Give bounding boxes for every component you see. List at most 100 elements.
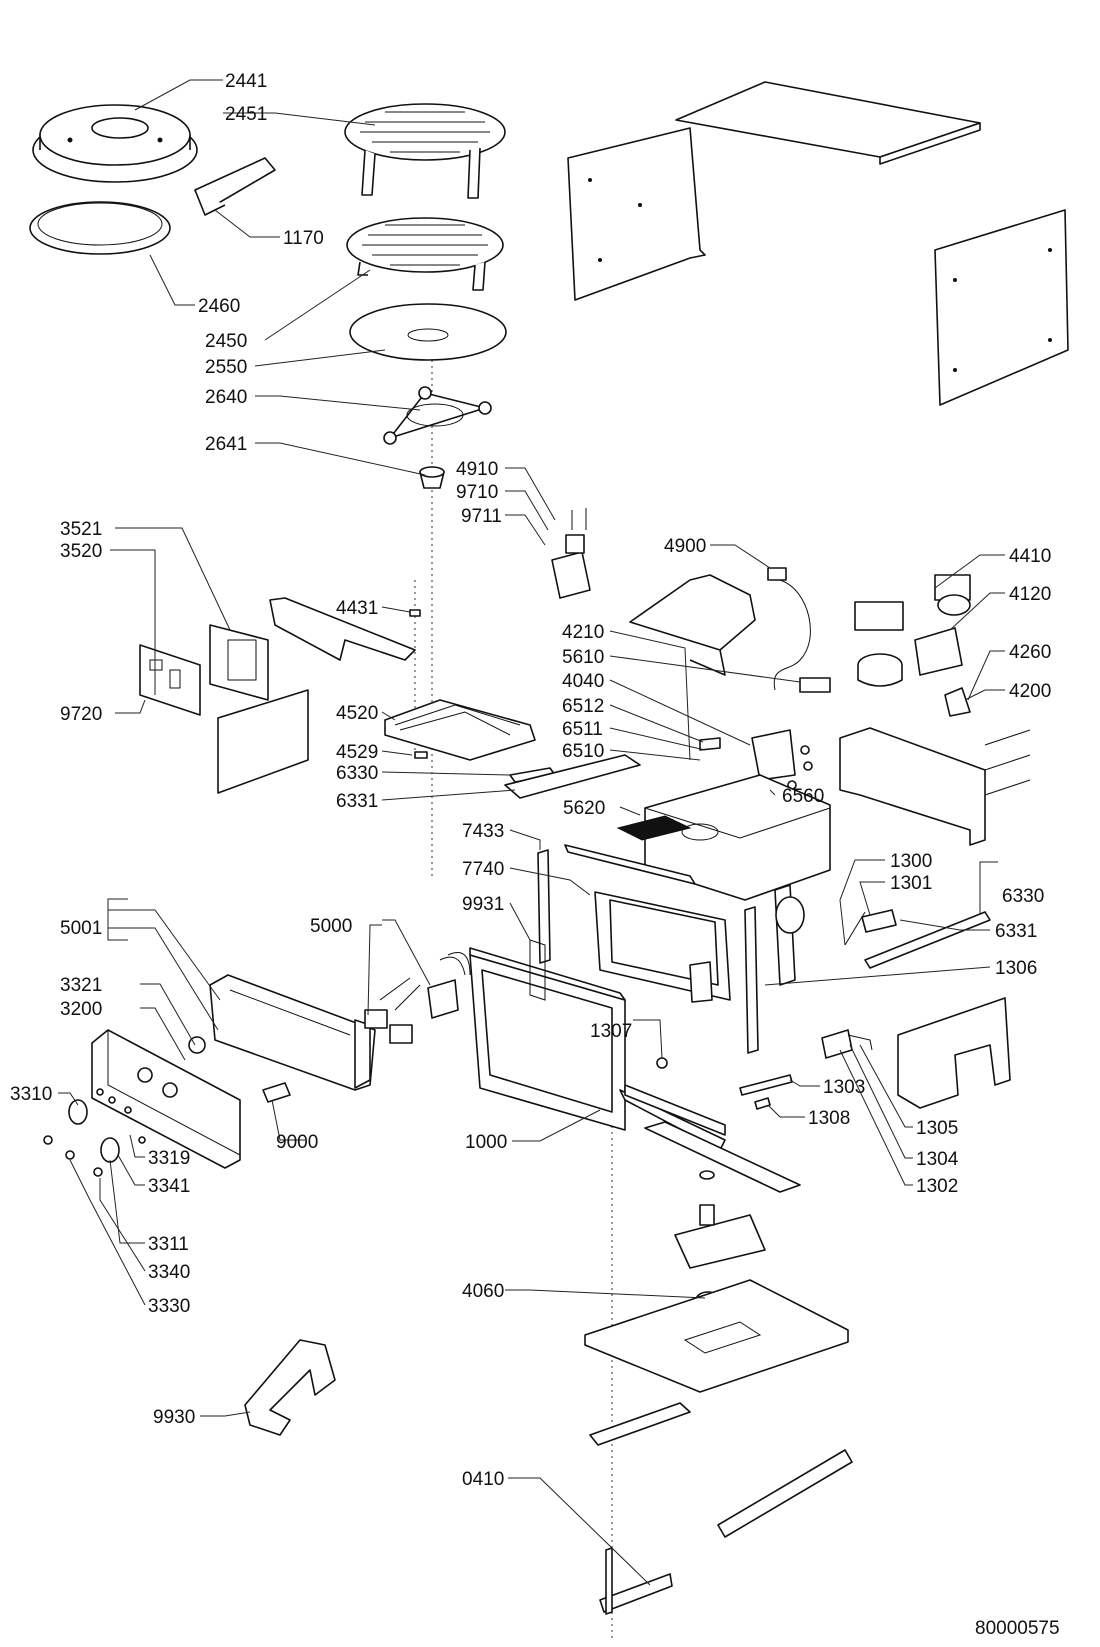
callout-2640: 2640 — [205, 387, 247, 408]
relay-9000 — [262, 1082, 291, 1103]
callout-1304: 1304 — [916, 1149, 959, 1170]
base-plate — [584, 1279, 849, 1393]
insulation-right — [897, 997, 1011, 1109]
callout-6512: 6512 — [562, 696, 604, 717]
door-bottom-rail — [624, 1084, 726, 1136]
callout-0410: 0410 — [462, 1469, 504, 1490]
cavity-rear-flange — [564, 844, 696, 885]
callout-1170: 1170 — [283, 228, 324, 249]
callout-9000: 9000 — [276, 1132, 318, 1153]
cabinet-rear-panel — [934, 209, 1069, 406]
magnetron-4040 — [751, 729, 813, 790]
control-pcb — [139, 644, 201, 716]
roller-ring — [383, 386, 492, 445]
door-switch-assembly — [844, 909, 991, 969]
pcb-bracket — [209, 624, 269, 701]
base-left-rail — [589, 1402, 691, 1446]
callout-6511: 6511 — [562, 719, 603, 740]
capacitor-4210 — [799, 677, 831, 693]
callout-1307: 1307 — [590, 1021, 632, 1042]
callout-1300: 1300 — [890, 851, 932, 872]
callout-4529: 4529 — [336, 742, 378, 763]
crisp-plate — [29, 201, 171, 255]
door-screw-1307 — [656, 1057, 668, 1069]
transformer-4120 — [857, 627, 963, 687]
callout-9931: 9931 — [462, 894, 504, 915]
callout-4040: 4040 — [562, 671, 604, 692]
callout-3319: 3319 — [148, 1148, 190, 1169]
callout-4410: 4410 — [1009, 546, 1051, 567]
terminal-box-5000 — [427, 952, 471, 1019]
control-module-housing — [209, 974, 376, 1091]
callout-2450: 2450 — [205, 331, 247, 352]
callout-5000: 5000 — [310, 916, 352, 937]
crisp-plate-lid — [32, 104, 198, 183]
grill-heater-bracket — [269, 597, 416, 661]
callout-3340: 3340 — [148, 1262, 190, 1283]
callout-4900: 4900 — [664, 536, 706, 557]
base-rear-rail — [717, 1449, 853, 1538]
small-clip-4529 — [414, 751, 428, 759]
control-knobs — [43, 1088, 146, 1177]
cavity-side-strip-7433 — [537, 849, 551, 964]
callout-1301: 1301 — [890, 873, 932, 894]
callout-4210: 4210 — [562, 622, 604, 643]
callout-7740: 7740 — [462, 859, 504, 880]
callout-4060: 4060 — [462, 1281, 504, 1302]
callout-2460: 2460 — [198, 296, 240, 317]
callout-4120: 4120 — [1009, 584, 1051, 605]
callout-1305: 1305 — [916, 1118, 958, 1139]
fuse-holder-6512 — [699, 737, 721, 751]
callout-9710: 9710 — [456, 482, 498, 503]
control-panel-fascia — [91, 1029, 241, 1169]
callout-4431: 4431 — [336, 598, 378, 619]
callout-labels: 2441 2451 1170 2460 2450 2550 2640 2641 … — [10, 71, 1060, 1639]
callout-5610: 5610 — [562, 647, 604, 668]
callout-5001: 5001 — [60, 918, 102, 939]
callout-9711: 9711 — [461, 506, 502, 527]
door-latch-strip-1303 — [739, 1074, 793, 1096]
stirrer-bracket — [674, 1170, 766, 1269]
air-guide — [629, 574, 756, 676]
callout-6510: 6510 — [562, 741, 604, 762]
callout-4520: 4520 — [336, 703, 378, 724]
glass-turntable — [349, 303, 507, 361]
callout-6331-left: 6331 — [336, 791, 378, 812]
diode-4260 — [944, 687, 971, 717]
callout-3321: 3321 — [60, 975, 102, 996]
cabinet-left-side-panel — [567, 127, 706, 301]
low-wire-rack — [346, 217, 504, 291]
callout-3341: 3341 — [148, 1176, 190, 1197]
callout-6560: 6560 — [782, 786, 824, 807]
callout-1303: 1303 — [823, 1077, 865, 1098]
drawing-number: 80000575 — [975, 1618, 1060, 1639]
leader-lines — [58, 79, 1005, 1586]
callout-3330: 3330 — [148, 1296, 190, 1317]
callout-1302: 1302 — [916, 1176, 958, 1197]
mount-bracket-4910 — [551, 508, 591, 599]
cabinet-top-panel — [675, 81, 981, 165]
callout-9720: 9720 — [60, 704, 102, 725]
callout-3520: 3520 — [60, 541, 102, 562]
thermal-bracket-6331 — [504, 754, 641, 799]
door-seal-9931 — [529, 939, 546, 1001]
rear-chassis-plate — [839, 727, 1031, 846]
crisp-plate-handle — [194, 157, 276, 216]
callout-1308: 1308 — [808, 1108, 850, 1129]
callout-6330-right: 6330 — [1002, 886, 1044, 907]
cavity-front-frame — [594, 891, 731, 1003]
oven-door — [469, 947, 726, 1151]
callout-2451: 2451 — [225, 104, 267, 125]
callout-4260: 4260 — [1009, 642, 1051, 663]
callout-3310: 3310 — [10, 1084, 52, 1105]
callout-4910: 4910 — [456, 459, 498, 480]
terminal-block-5000 — [364, 977, 421, 1044]
fan-motor-4410 — [854, 574, 971, 631]
callout-3200: 3200 — [60, 999, 102, 1020]
callout-6331-right: 6331 — [995, 921, 1037, 942]
door-pin-1308 — [754, 1097, 771, 1110]
callout-2441: 2441 — [225, 71, 267, 92]
cavity-right-side — [744, 884, 805, 1054]
callout-3521: 3521 — [60, 519, 102, 540]
